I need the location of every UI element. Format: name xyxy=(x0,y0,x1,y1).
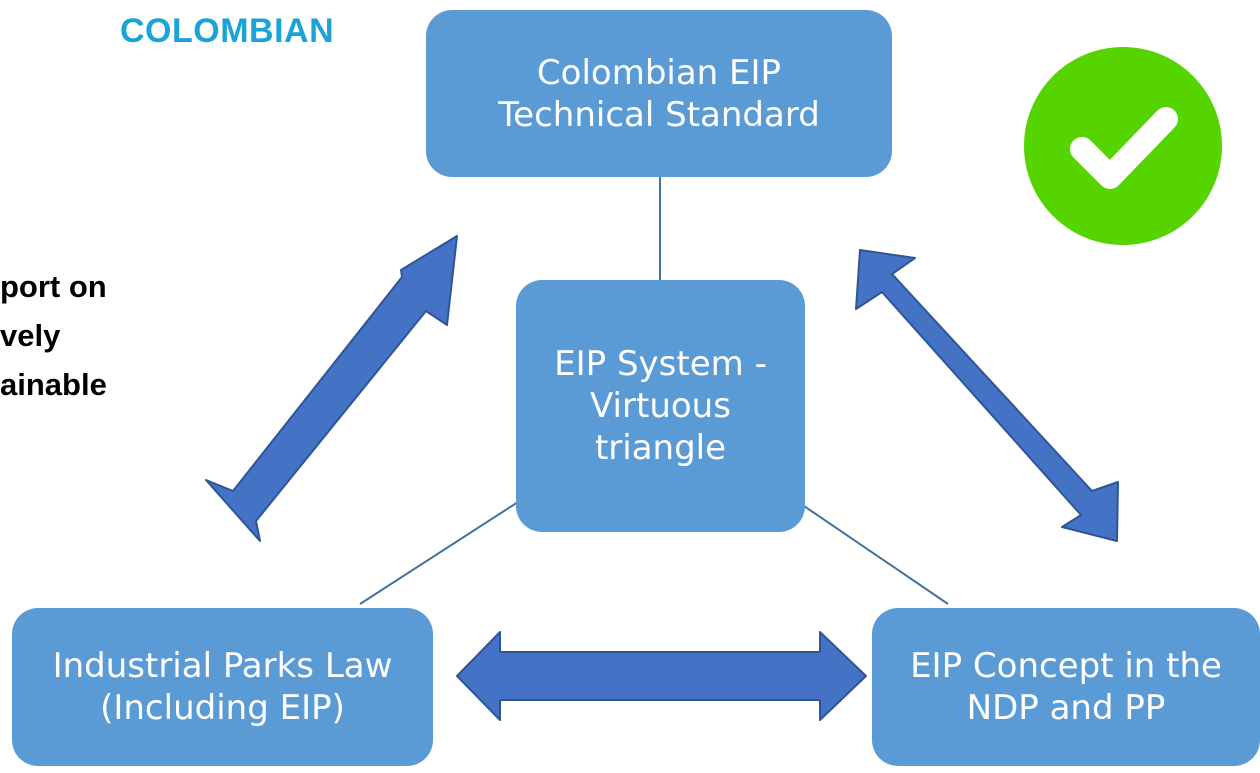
connector-center-left xyxy=(359,501,519,605)
double-arrow-bottom xyxy=(456,631,867,721)
slide-heading: COLOMBIAN xyxy=(120,12,335,50)
box-line: EIP Concept in the xyxy=(910,646,1222,686)
box-line: triangle xyxy=(594,428,727,468)
box-line: (Including EIP) xyxy=(100,688,345,728)
double-arrow-right xyxy=(855,249,1119,542)
side-text: port on vely ainable xyxy=(0,262,200,409)
side-text-line: ainable xyxy=(0,367,107,402)
box-line: EIP System - xyxy=(554,344,767,384)
box-line: Industrial Parks Law xyxy=(52,646,393,686)
box-line: Technical Standard xyxy=(498,94,820,135)
connector-center-right xyxy=(803,505,949,605)
double-arrow-left xyxy=(205,235,458,542)
box-industrial-parks-law: Industrial Parks Law (Including EIP) xyxy=(12,608,433,766)
checkmark-glyph xyxy=(1070,107,1178,189)
side-text-line: port on xyxy=(0,269,107,304)
box-line: Virtuous xyxy=(590,386,731,426)
checkmark-icon xyxy=(1024,47,1222,245)
box-line: NDP and PP xyxy=(966,688,1166,728)
box-line: Colombian EIP xyxy=(536,52,782,93)
box-technical-standard: Colombian EIP Technical Standard xyxy=(426,10,892,177)
side-text-line: vely xyxy=(0,318,61,353)
box-eip-concept: EIP Concept in the NDP and PP xyxy=(872,608,1260,766)
box-eip-system: EIP System - Virtuous triangle xyxy=(516,280,805,532)
